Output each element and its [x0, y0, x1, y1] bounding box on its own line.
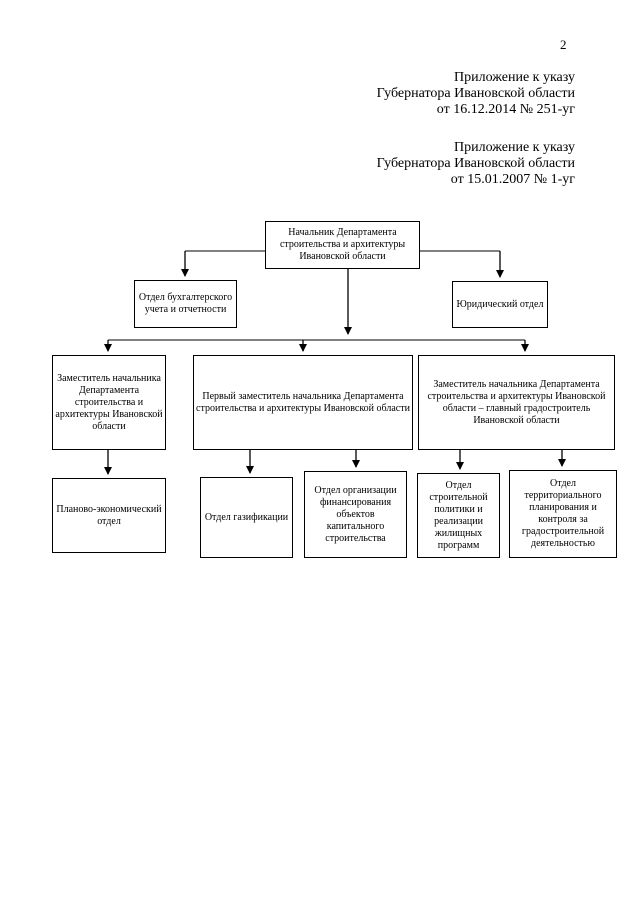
box-head-of-department: Начальник Департамента строительства и а… — [265, 221, 420, 269]
header-current-line2: Губернатора Ивановской области — [376, 86, 575, 101]
header-current-line1: Приложение к указу — [454, 70, 575, 85]
box-first-deputy: Первый заместитель начальника Департамен… — [193, 355, 413, 450]
page-number: 2 — [560, 37, 567, 52]
label-accounting-department: Отдел бухгалтерского учета и отчетности — [138, 292, 233, 315]
header-original-decree: Приложение к указу Губернатора Ивановско… — [377, 140, 575, 188]
box-legal-department: Юридический отдел — [452, 281, 548, 328]
box-accounting-department: Отдел бухгалтерского учета и отчетности — [134, 280, 237, 328]
label-deputy-right: Заместитель начальника Департамента стро… — [427, 378, 606, 426]
label-construction-policy-department: Отдел строительной политики и реализации… — [429, 479, 488, 551]
box-deputy-right-chief-urban-planner: Заместитель начальника Департамента стро… — [418, 355, 615, 450]
label-deputy-left: Заместитель начальника Департамента стро… — [55, 372, 163, 432]
box-construction-policy-department: Отдел строительной политики и реализации… — [417, 473, 500, 558]
box-financing-department: Отдел организации финансирования объекто… — [304, 471, 407, 558]
label-legal-department: Юридический отдел — [456, 298, 544, 310]
box-territorial-planning-department: Отдел территориального планирования и ко… — [509, 470, 617, 558]
box-gasification-department: Отдел газификации — [200, 477, 293, 558]
header-original-line1: Приложение к указу — [454, 140, 575, 155]
label-financing-department: Отдел организации финансирования объекто… — [314, 484, 397, 544]
header-original-line3: от 15.01.2007 № 1-уг — [450, 172, 575, 187]
label-territorial-planning-department: Отдел территориального планирования и ко… — [521, 478, 605, 549]
label-head-of-department: Начальник Департамента строительства и а… — [279, 227, 406, 262]
label-first-deputy: Первый заместитель начальника Департамен… — [196, 390, 410, 414]
label-planning-economic-department: Планово-экономический отдел — [56, 503, 162, 527]
header-original-line2: Губернатора Ивановской области — [376, 156, 575, 171]
header-current-decree: Приложение к указу Губернатора Ивановско… — [377, 70, 575, 118]
header-current-line3: от 16.12.2014 № 251-уг — [436, 102, 575, 117]
box-planning-economic-department: Планово-экономический отдел — [52, 478, 166, 553]
label-gasification-department: Отдел газификации — [204, 511, 289, 523]
box-deputy-left: Заместитель начальника Департамента стро… — [52, 355, 166, 450]
